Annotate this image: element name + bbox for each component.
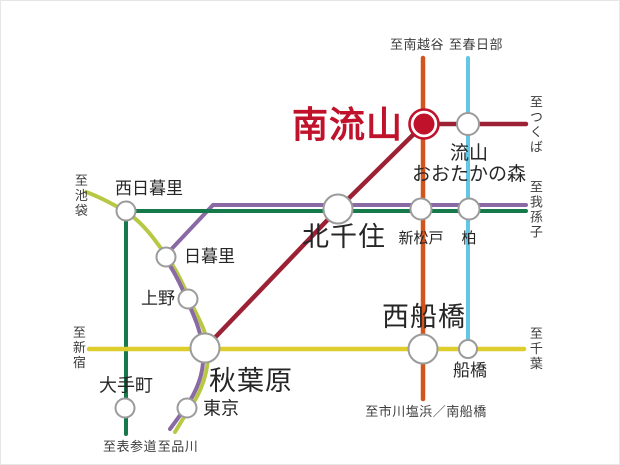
station-marker-otemachi xyxy=(114,397,136,419)
station-label-otakanomori: 流山 おおたかの森 xyxy=(412,143,526,185)
station-label-ueno: 上野 xyxy=(141,289,175,309)
station-label-minami-nagareyama: 南流山 xyxy=(291,104,403,146)
terminal-label-kasukabe: 至春日部 xyxy=(448,37,504,53)
station-label-kashiwa: 柏 xyxy=(461,231,477,248)
station-marker-kashiwa xyxy=(457,197,481,221)
station-label-otakanomori-line2: おおたかの森 xyxy=(411,164,527,185)
station-label-otakanomori-line1: 流山 xyxy=(449,143,489,164)
station-marker-minami-nagareyama xyxy=(413,113,435,135)
station-marker-otakanomori xyxy=(456,112,480,136)
terminal-label-minami-koshigaya: 至南越谷 xyxy=(389,37,445,53)
station-label-otemachi: 大手町 xyxy=(99,375,153,396)
terminal-label-ikebukuro: 至池袋 xyxy=(72,173,88,219)
station-label-shin-matsudo: 新松戸 xyxy=(398,231,444,248)
terminal-label-abiko: 至我孫子 xyxy=(527,180,543,240)
terminal-label-shinjuku: 至新宿 xyxy=(70,325,86,371)
station-label-akihabara: 秋葉原 xyxy=(209,365,293,396)
terminal-label-shinagawa: 至品川 xyxy=(157,439,199,455)
station-label-nishi-nippori: 西日暮里 xyxy=(115,179,183,199)
station-marker-kita-senju xyxy=(322,193,354,225)
station-label-nippori: 日暮里 xyxy=(184,247,235,267)
station-marker-nishi-nippori xyxy=(115,200,137,222)
terminal-label-omotesando: 至表参道 xyxy=(102,439,158,455)
station-label-kita-senju: 北千住 xyxy=(302,221,386,252)
station-label-nishi-funabashi: 西船橋 xyxy=(382,301,466,332)
terminal-label-ichikawa-shiohama: 至市川塩浜／南船橋 xyxy=(365,404,487,420)
station-marker-tokyo xyxy=(176,397,198,419)
station-marker-funabashi xyxy=(458,339,478,359)
station-marker-shin-matsudo xyxy=(409,197,433,221)
station-label-tokyo: 東京 xyxy=(203,398,239,419)
station-marker-ueno xyxy=(177,288,199,310)
station-marker-akihabara xyxy=(189,332,221,364)
station-marker-nishi-funabashi xyxy=(407,333,439,365)
station-label-funabashi: 船橋 xyxy=(453,361,487,381)
station-marker-nippori xyxy=(155,246,177,268)
terminal-label-chiba: 至千葉 xyxy=(527,326,543,372)
terminal-label-tsukuba: 至つくば xyxy=(527,95,543,155)
